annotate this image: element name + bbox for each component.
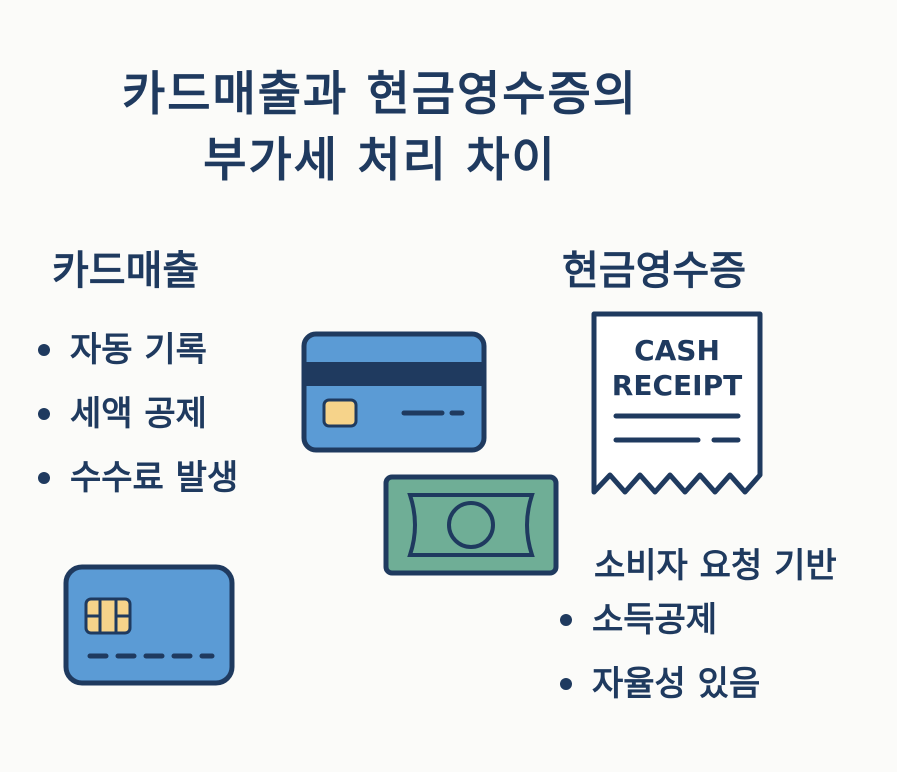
title-line-1: 카드매출과 현금영수증의 (121, 67, 638, 122)
bullet-label: 세액 공제 (70, 394, 207, 434)
card-sales-heading: 카드매출 (52, 248, 200, 294)
cash-receipt-bullets: 소득공제 자율성 있음 (560, 600, 760, 728)
bullet-dot (560, 678, 572, 690)
bullet-dot (38, 472, 50, 484)
bullet-label: 수수료 발생 (70, 458, 239, 498)
card-sales-bullets: 자동 기록 세액 공제 수수료 발생 (38, 330, 238, 522)
bullet-dot (560, 614, 572, 626)
list-item: 소득공제 (560, 600, 760, 640)
title-line-2: 부가세 처리 차이 (203, 133, 557, 188)
receipt-title-line-2: RECEIPT (612, 369, 742, 402)
receipt-title-line-1: CASH (634, 334, 720, 367)
list-item: 세액 공제 (38, 394, 238, 434)
bullet-label: 소득공제 (592, 600, 718, 640)
banknote-icon (383, 474, 559, 576)
bullet-dot (38, 408, 50, 420)
list-item: 수수료 발생 (38, 458, 238, 498)
bullet-label: 자동 기록 (70, 330, 207, 370)
list-item: 자동 기록 (38, 330, 238, 370)
receipt-icon: CASH RECEIPT (591, 311, 763, 495)
bullet-label: 자율성 있음 (592, 664, 761, 704)
bullet-dot (38, 344, 50, 356)
cash-receipt-note: 소비자 요청 기반 (594, 546, 837, 586)
credit-card-icon (301, 331, 487, 453)
credit-card-chip-icon (63, 564, 235, 686)
list-item: 자율성 있음 (560, 664, 760, 704)
page-title: 카드매출과 현금영수증의 부가세 처리 차이 (0, 62, 760, 194)
cash-receipt-heading: 현금영수증 (562, 248, 746, 294)
